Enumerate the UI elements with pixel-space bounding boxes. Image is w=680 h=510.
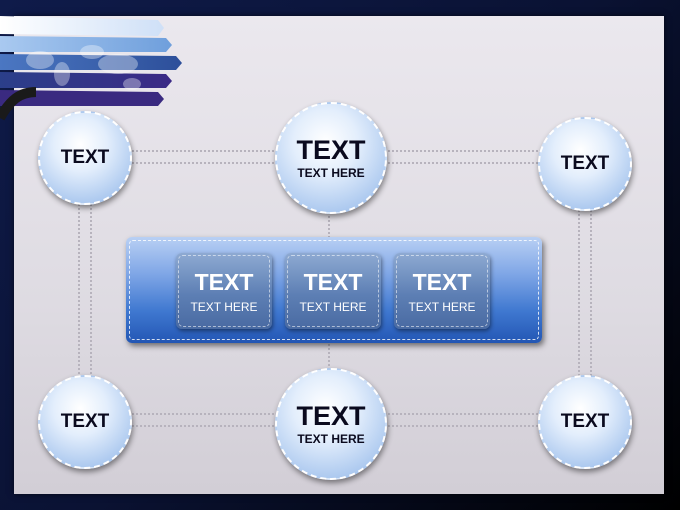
box-subtitle: TEXT HERE: [190, 299, 258, 314]
node-bottom-right: TEXT: [538, 375, 632, 469]
node-bottom-left: TEXT: [38, 375, 132, 469]
node-title: TEXT: [560, 411, 610, 432]
panel-box: TEXT TEXT HERE: [285, 253, 381, 329]
node-top-center: TEXT TEXT HERE: [275, 102, 387, 214]
center-panel: TEXT TEXT HERE TEXT TEXT HERE TEXT TEXT …: [126, 237, 542, 343]
box-title: TEXT: [194, 268, 254, 295]
node-top-left: TEXT: [38, 111, 132, 205]
panel-box: TEXT TEXT HERE: [394, 253, 490, 329]
node-title: TEXT: [296, 134, 366, 165]
box-title: TEXT: [303, 268, 363, 295]
box-subtitle: TEXT HERE: [299, 299, 367, 314]
box-subtitle: TEXT HERE: [408, 299, 476, 314]
node-top-right: TEXT: [538, 117, 632, 211]
node-title: TEXT: [560, 153, 610, 174]
node-subtitle: TEXT HERE: [297, 431, 365, 446]
box-title: TEXT: [412, 268, 472, 295]
node-subtitle: TEXT HERE: [297, 165, 365, 180]
node-title: TEXT: [296, 400, 366, 431]
node-bottom-center: TEXT TEXT HERE: [275, 368, 387, 480]
node-title: TEXT: [60, 147, 110, 168]
node-title: TEXT: [60, 411, 110, 432]
panel-box: TEXT TEXT HERE: [176, 253, 272, 329]
header-ribbon-decoration: [0, 16, 182, 121]
